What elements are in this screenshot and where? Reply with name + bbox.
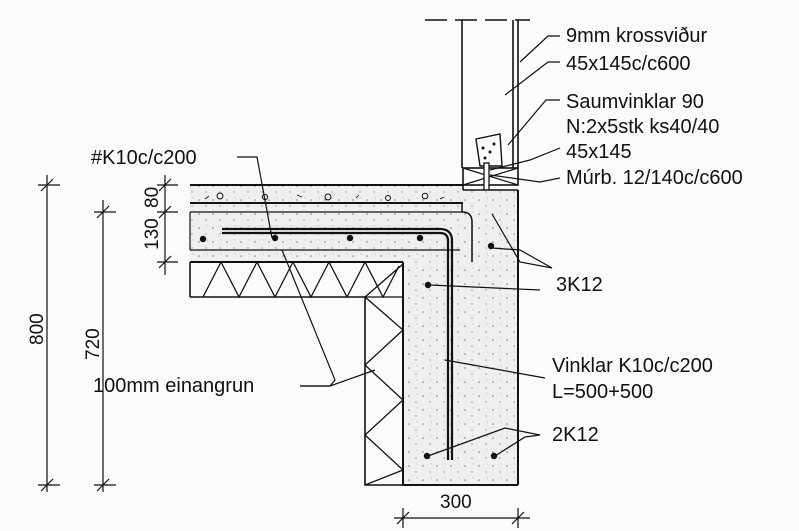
screed-aggregate <box>204 192 445 201</box>
dim-slab-top: 80 <box>142 187 163 208</box>
concrete-section <box>189 184 519 486</box>
label-stirrup-length: L=500+500 <box>552 381 653 403</box>
label-insulation: 100mm einangrun <box>93 375 254 397</box>
dim-slab-total: 130 <box>142 218 163 250</box>
reinforcement <box>199 227 498 460</box>
label-plywood: 9mm krossviður <box>566 25 707 47</box>
label-bottom-bars: 2K12 <box>552 424 599 446</box>
label-screws: N:2x5stk ks40/40 <box>566 116 719 138</box>
label-stud: 45x145c/c600 <box>566 53 691 75</box>
label-sill-plate: 45x145 <box>566 141 632 163</box>
dimension-lines <box>38 175 530 528</box>
label-stirrups: Vinklar K10c/c200 <box>552 355 713 377</box>
leader-lines <box>237 35 561 457</box>
dim-beam-width: 300 <box>440 492 472 513</box>
label-top-bars: 3K12 <box>556 274 603 296</box>
label-angle-bracket: Saumvinklar 90 <box>566 91 704 113</box>
label-anchor: Múrb. 12/140c/c600 <box>566 167 743 189</box>
insulation <box>189 260 405 486</box>
label-mesh: #K10c/c200 <box>91 147 197 169</box>
dim-height-outer: 800 <box>27 313 48 345</box>
dim-height-inner: 720 <box>83 328 104 360</box>
